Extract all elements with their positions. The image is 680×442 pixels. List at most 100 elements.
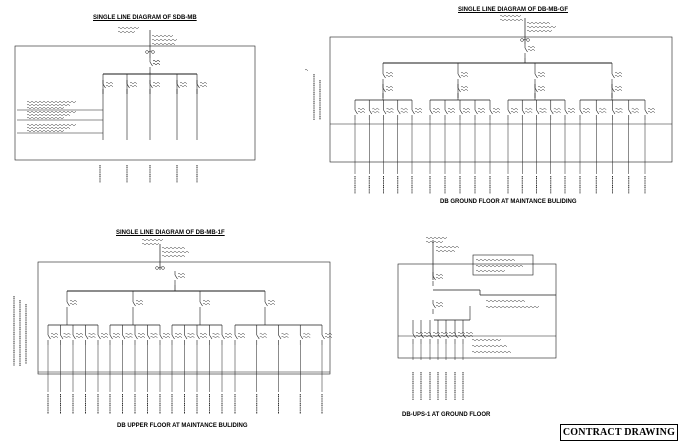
db-mb-gf-title: SINGLE LINE DIAGRAM OF DB-MB-GF: [458, 7, 568, 13]
breaker-rating-mark: [199, 332, 208, 336]
annotation-mark: [26, 113, 71, 117]
breaker-symbol: [147, 334, 151, 340]
breaker-rating-mark: [135, 299, 144, 303]
annotation-mark: [304, 68, 309, 71]
annotation-mark: [435, 249, 456, 253]
contract-drawing-stamp: CONTRACT DRAWING: [560, 424, 678, 441]
breaker-rating-mark: [460, 71, 469, 75]
breaker-rating-mark: [432, 334, 441, 338]
breaker-symbol: [109, 334, 113, 340]
annotation-mark: [499, 18, 524, 22]
breaker-rating-mark: [385, 74, 394, 78]
db-ups-1-enclosure: [397, 263, 557, 359]
breaker-rating-mark: [177, 272, 186, 276]
breaker-rating-mark: [462, 110, 471, 114]
breaker-rating-mark: [567, 107, 576, 111]
annotation-mark: [471, 350, 512, 354]
db-mb-1f-title: SINGLE LINE DIAGRAM OF DB-MB-1F: [116, 230, 225, 236]
breaker-symbol: [278, 334, 282, 340]
breaker-rating-mark: [372, 107, 380, 111]
breaker-symbol: [264, 301, 268, 307]
contract-drawing-label: CONTRACT DRAWING: [562, 427, 676, 438]
breaker-symbol: [196, 83, 200, 89]
breaker-rating-mark: [162, 335, 171, 339]
breaker-rating-mark: [137, 335, 146, 339]
breaker-rating-mark: [614, 74, 623, 78]
breaker-rating-mark: [465, 331, 474, 335]
isolator-symbol: [145, 50, 149, 54]
annotation-mark: [526, 21, 551, 25]
breaker-symbol: [534, 73, 538, 79]
breaker-rating-mark: [423, 334, 432, 338]
breaker-symbol: [474, 109, 478, 115]
breaker-symbol: [382, 87, 386, 93]
breaker-rating-mark: [447, 107, 456, 111]
breaker-symbol: [60, 334, 64, 340]
breaker-rating-mark: [537, 74, 546, 78]
breaker-rating-mark: [599, 107, 607, 111]
annotation-mark: [485, 299, 526, 303]
breaker-rating-mark: [105, 81, 114, 85]
breaker-rating-mark: [135, 302, 144, 306]
sdb-mb-title: SINGLE LINE DIAGRAM OF SDB-MB: [93, 15, 197, 21]
breaker-symbol: [159, 334, 163, 340]
breaker-symbol: [97, 334, 101, 340]
annotation-mark: [151, 42, 176, 46]
breaker-rating-mark: [179, 81, 188, 85]
annotation-mark: [26, 110, 77, 114]
breaker-symbol: [196, 334, 200, 340]
breaker-rating-mark: [614, 85, 623, 89]
annotation-mark: [26, 116, 65, 120]
breaker-rating-mark: [125, 332, 133, 336]
breaker-rating-mark: [614, 71, 623, 75]
breaker-symbol: [199, 301, 203, 307]
annotation-mark: [526, 25, 557, 29]
breaker-rating-mark: [435, 304, 444, 308]
breaker-rating-mark: [386, 110, 394, 114]
annotation-mark: [26, 129, 65, 133]
annotation-mark: [435, 245, 460, 249]
breaker-symbol: [611, 73, 615, 79]
breaker-rating-mark: [50, 335, 59, 339]
breaker-rating-mark: [224, 335, 233, 339]
breaker-rating-mark: [415, 331, 424, 335]
breaker-rating-mark: [527, 45, 536, 49]
annotation-mark: [471, 344, 508, 348]
breaker-rating-mark: [63, 332, 71, 336]
breaker-symbol: [397, 109, 401, 115]
db-mb-gf-enclosure: [329, 36, 673, 163]
isolator-symbol: [523, 38, 527, 41]
breaker-rating-mark: [553, 110, 561, 114]
breaker-rating-mark: [88, 335, 96, 339]
breaker-rating-mark: [385, 85, 394, 89]
breaker-rating-mark: [415, 334, 424, 338]
breaker-rating-mark: [267, 299, 276, 303]
breaker-rating-mark: [525, 107, 533, 111]
breaker-rating-mark: [75, 332, 84, 336]
breaker-symbol: [459, 109, 463, 115]
breaker-symbol: [550, 109, 554, 115]
breaker-rating-mark: [631, 110, 639, 114]
breaker-rating-mark: [357, 110, 366, 114]
breaker-rating-mark: [187, 335, 195, 339]
breaker-rating-mark: [400, 110, 408, 114]
annotation-mark: [425, 236, 448, 240]
breaker-symbol: [432, 303, 436, 309]
breaker-rating-mark: [539, 110, 547, 114]
breaker-rating-mark: [202, 299, 211, 303]
breaker-rating-mark: [477, 110, 486, 114]
breaker-symbol: [132, 301, 136, 307]
breaker-rating-mark: [448, 334, 457, 338]
breaker-rating-mark: [63, 335, 71, 339]
breaker-symbol: [411, 109, 415, 115]
annotation-mark: [161, 254, 186, 258]
db-mb-gf-caption: DB GROUND FLOOR AT MAINTANCE BULIDING: [440, 199, 577, 205]
breaker-rating-mark: [492, 107, 501, 111]
breaker-rating-mark: [150, 335, 158, 339]
breaker-symbol: [66, 301, 70, 307]
breaker-symbol: [534, 87, 538, 93]
annotation-mark: [141, 238, 164, 242]
breaker-symbol: [457, 73, 461, 79]
breaker-rating-mark: [414, 110, 423, 114]
